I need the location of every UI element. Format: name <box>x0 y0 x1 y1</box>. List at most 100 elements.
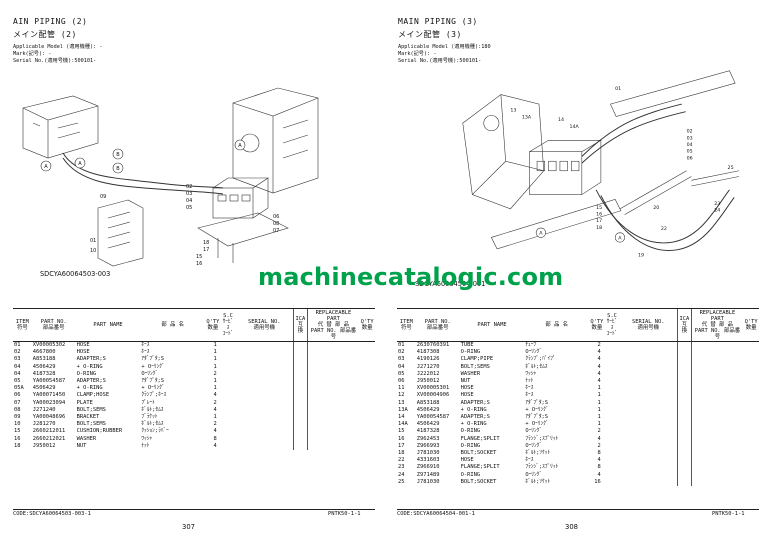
row-ica <box>293 428 308 436</box>
row-item: 15 <box>14 428 21 435</box>
row-serial <box>235 421 293 428</box>
row-sc <box>605 414 620 421</box>
row-serial <box>235 407 293 414</box>
row-sc <box>605 371 620 378</box>
page-title-ja: メイン配管 (2) <box>13 30 77 39</box>
pntk-code: PNTK50-1-1 <box>712 511 745 517</box>
row-serial <box>619 371 677 378</box>
row-item: 16 <box>398 435 405 442</box>
row-part-no: J950012 <box>416 378 440 385</box>
row-name-ja: ｸｯｼｮﾝ;ﾗﾊﾞｰ <box>141 428 169 435</box>
row-qty: 4 <box>597 435 601 442</box>
row-part-no: Z966910 <box>416 464 440 471</box>
row-rep-qty <box>359 414 375 421</box>
row-rep-part-no <box>306 414 360 422</box>
row-part-name: WASHER <box>76 435 97 442</box>
row-item: 07 <box>14 399 21 406</box>
row-sc <box>605 364 620 371</box>
row-item: 05 <box>14 378 21 385</box>
row-part-no: 4190126 <box>416 356 440 363</box>
row-rep-qty <box>743 385 759 392</box>
row-part-no: J222012 <box>416 370 440 377</box>
row-rep-qty <box>743 349 759 356</box>
row-serial <box>619 392 677 399</box>
row-name-ja: ﾎｰｽ <box>525 385 534 392</box>
row-part-name: HOSE <box>460 392 474 399</box>
row-sc <box>605 349 620 356</box>
row-item: 13 <box>398 399 405 406</box>
row-rep-qty <box>743 472 759 479</box>
row-ica <box>293 378 308 386</box>
row-ica <box>677 356 692 364</box>
row-rep-qty <box>743 371 759 378</box>
row-part-no: J781030 <box>416 450 440 457</box>
row-item: 04 <box>398 363 405 370</box>
row-serial <box>619 342 677 350</box>
row-serial <box>619 457 677 464</box>
row-serial <box>235 414 293 421</box>
row-qty: 4 <box>213 406 217 413</box>
row-name-ja: ｱﾀﾞﾌﾟﾀ;S <box>525 414 549 421</box>
row-qty: 1 <box>597 414 601 421</box>
row-ica <box>677 378 692 386</box>
row-rep-part-no <box>690 414 744 422</box>
row-sc <box>605 421 620 428</box>
row-part-name: BOLT;SEMS <box>76 421 106 428</box>
row-item: 22 <box>398 457 405 464</box>
row-name-ja: ﾎﾞﾙﾄ;ｾﾑｽ <box>525 363 548 370</box>
row-part-name: FLANGE;SPLIT <box>460 464 500 471</box>
callout-label: 24 <box>714 208 720 214</box>
row-ica <box>293 406 308 415</box>
callout-a: A <box>78 161 82 167</box>
row-part-name: BOLT;SEMS <box>76 406 106 413</box>
row-serial <box>619 385 677 392</box>
row-rep-qty <box>359 378 375 385</box>
row-sc <box>605 407 620 414</box>
row-sc <box>605 472 620 479</box>
row-rep-qty <box>359 400 375 407</box>
row-serial <box>235 428 293 435</box>
row-part-no: A853188 <box>416 399 440 406</box>
row-part-name: ADAPTER;S <box>460 399 490 406</box>
callout-label: 06 <box>687 155 693 161</box>
row-serial <box>235 364 293 371</box>
row-ica <box>293 385 308 393</box>
row-serial <box>619 407 677 414</box>
row-part-no: YA00054587 <box>32 378 66 385</box>
row-qty: 1 <box>213 378 217 385</box>
row-name-ja: Oｰﾘﾝｸﾞ <box>141 370 159 377</box>
row-name-ja: Oｰﾘﾝｸﾞ <box>525 349 543 356</box>
row-ica <box>677 414 692 422</box>
row-item: 15 <box>398 428 405 435</box>
row-rep-part-no <box>690 435 744 443</box>
row-part-no: XV00005301 <box>416 385 450 392</box>
row-part-no: 4506429 <box>32 385 56 392</box>
row-part-no: 2630760391 <box>416 342 450 348</box>
row-rep-qty <box>359 364 375 371</box>
row-qty: 2 <box>213 370 217 377</box>
row-part-no: 4506429 <box>416 406 440 413</box>
row-serial <box>619 450 677 457</box>
row-name-ja: ﾜｯｼｬ <box>141 435 153 442</box>
row-ica <box>293 421 308 429</box>
row-rep-part-no <box>306 435 360 443</box>
row-qty: 1 <box>213 363 217 370</box>
row-sc <box>221 385 236 392</box>
row-name-ja: ﾎｰｽ <box>525 457 534 464</box>
row-name-ja: ﾌﾗﾝｼﾞ;ｽﾌﾟﾘｯﾄ <box>525 435 559 442</box>
row-qty: 4 <box>597 378 601 385</box>
row-name-ja: ｱﾀﾞﾌﾟﾀ;S <box>525 399 549 406</box>
row-qty: 1 <box>597 392 601 399</box>
row-name-ja: ﾎｰｽ <box>525 392 534 399</box>
row-ica <box>677 341 692 350</box>
callout-label: 19 <box>638 252 644 258</box>
row-rep-qty <box>743 428 759 435</box>
